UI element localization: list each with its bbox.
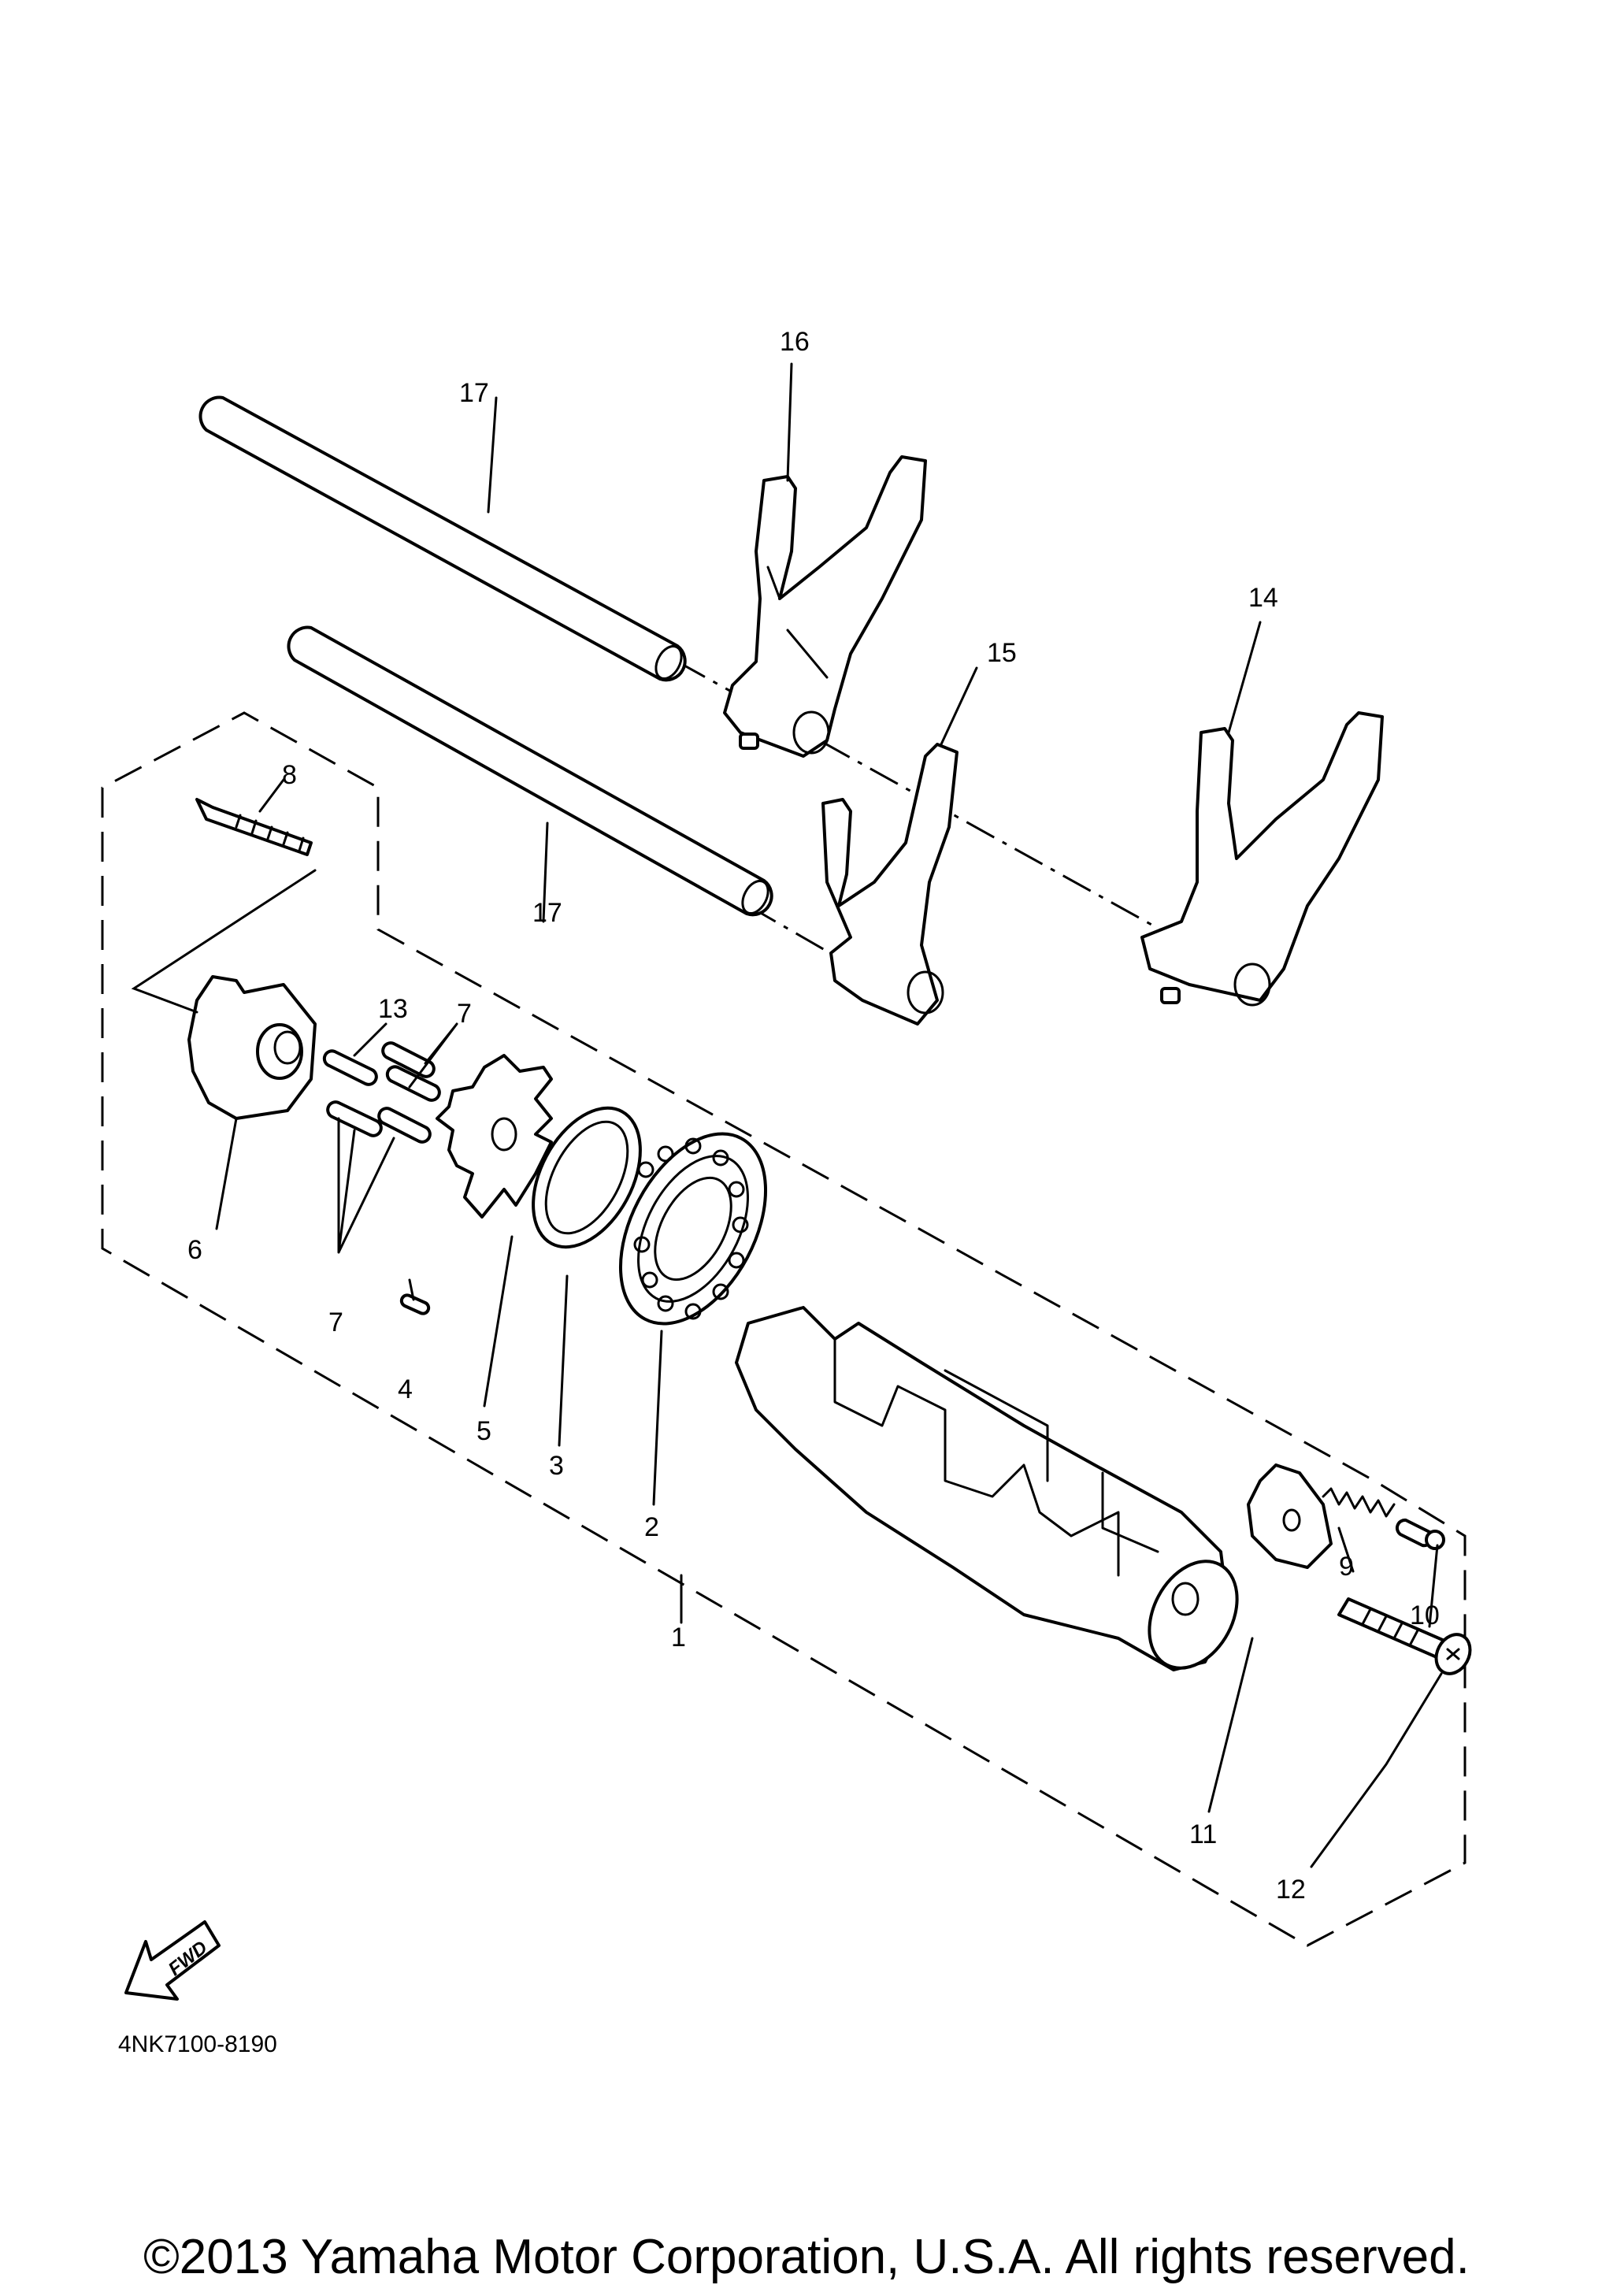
- callout-7-lower: 7: [328, 1307, 343, 1337]
- ring-3: [532, 1106, 642, 1249]
- assembly-outline: [101, 711, 1467, 1947]
- plate-11: [1247, 1463, 1333, 1569]
- shift-fork-shaft-lower: [287, 625, 773, 917]
- diagram-code: 4NK7100-8190: [118, 2031, 277, 2057]
- pin-10: [1395, 1518, 1445, 1550]
- shift-fork-16: [723, 455, 927, 758]
- pins-group: [322, 1041, 441, 1315]
- callout-10: 10: [1410, 1601, 1440, 1630]
- callout-17-lower: 17: [532, 898, 562, 928]
- shift-fork-shaft-upper: [198, 395, 687, 682]
- star-plate-5: [436, 1054, 553, 1218]
- callout-1: 1: [671, 1623, 686, 1652]
- callout-2: 2: [644, 1512, 659, 1542]
- callout-8: 8: [282, 760, 297, 790]
- callout-7-upper: 7: [457, 999, 472, 1029]
- screw-8: [195, 798, 313, 856]
- callout-12: 12: [1276, 1875, 1306, 1905]
- leader-lines: [131, 362, 1443, 1868]
- bearing-2: [618, 1132, 768, 1326]
- callout-5: 5: [476, 1416, 491, 1446]
- callout-16: 16: [780, 327, 810, 357]
- callout-15: 15: [987, 638, 1017, 668]
- callout-17-upper: 17: [459, 378, 489, 408]
- screw-12: [1337, 1597, 1472, 1675]
- callout-13: 13: [378, 994, 408, 1024]
- callout-3: 3: [549, 1451, 564, 1481]
- callout-11: 11: [1189, 1819, 1217, 1849]
- callout-14: 14: [1248, 583, 1278, 613]
- shift-fork-14: [1140, 711, 1384, 1007]
- shift-drum-1: [735, 1306, 1239, 1671]
- callout-6: 6: [187, 1235, 202, 1265]
- segment-6: [187, 975, 317, 1120]
- callout-4: 4: [398, 1374, 413, 1404]
- callout-9: 9: [1339, 1552, 1354, 1582]
- shift-fork-15: [821, 743, 959, 1026]
- copyright-notice: ©2013 Yamaha Motor Corporation, U.S.A. A…: [143, 2230, 1470, 2284]
- spring-9: [1322, 1487, 1396, 1518]
- fwd-arrow-icon: FWD: [124, 1920, 221, 2001]
